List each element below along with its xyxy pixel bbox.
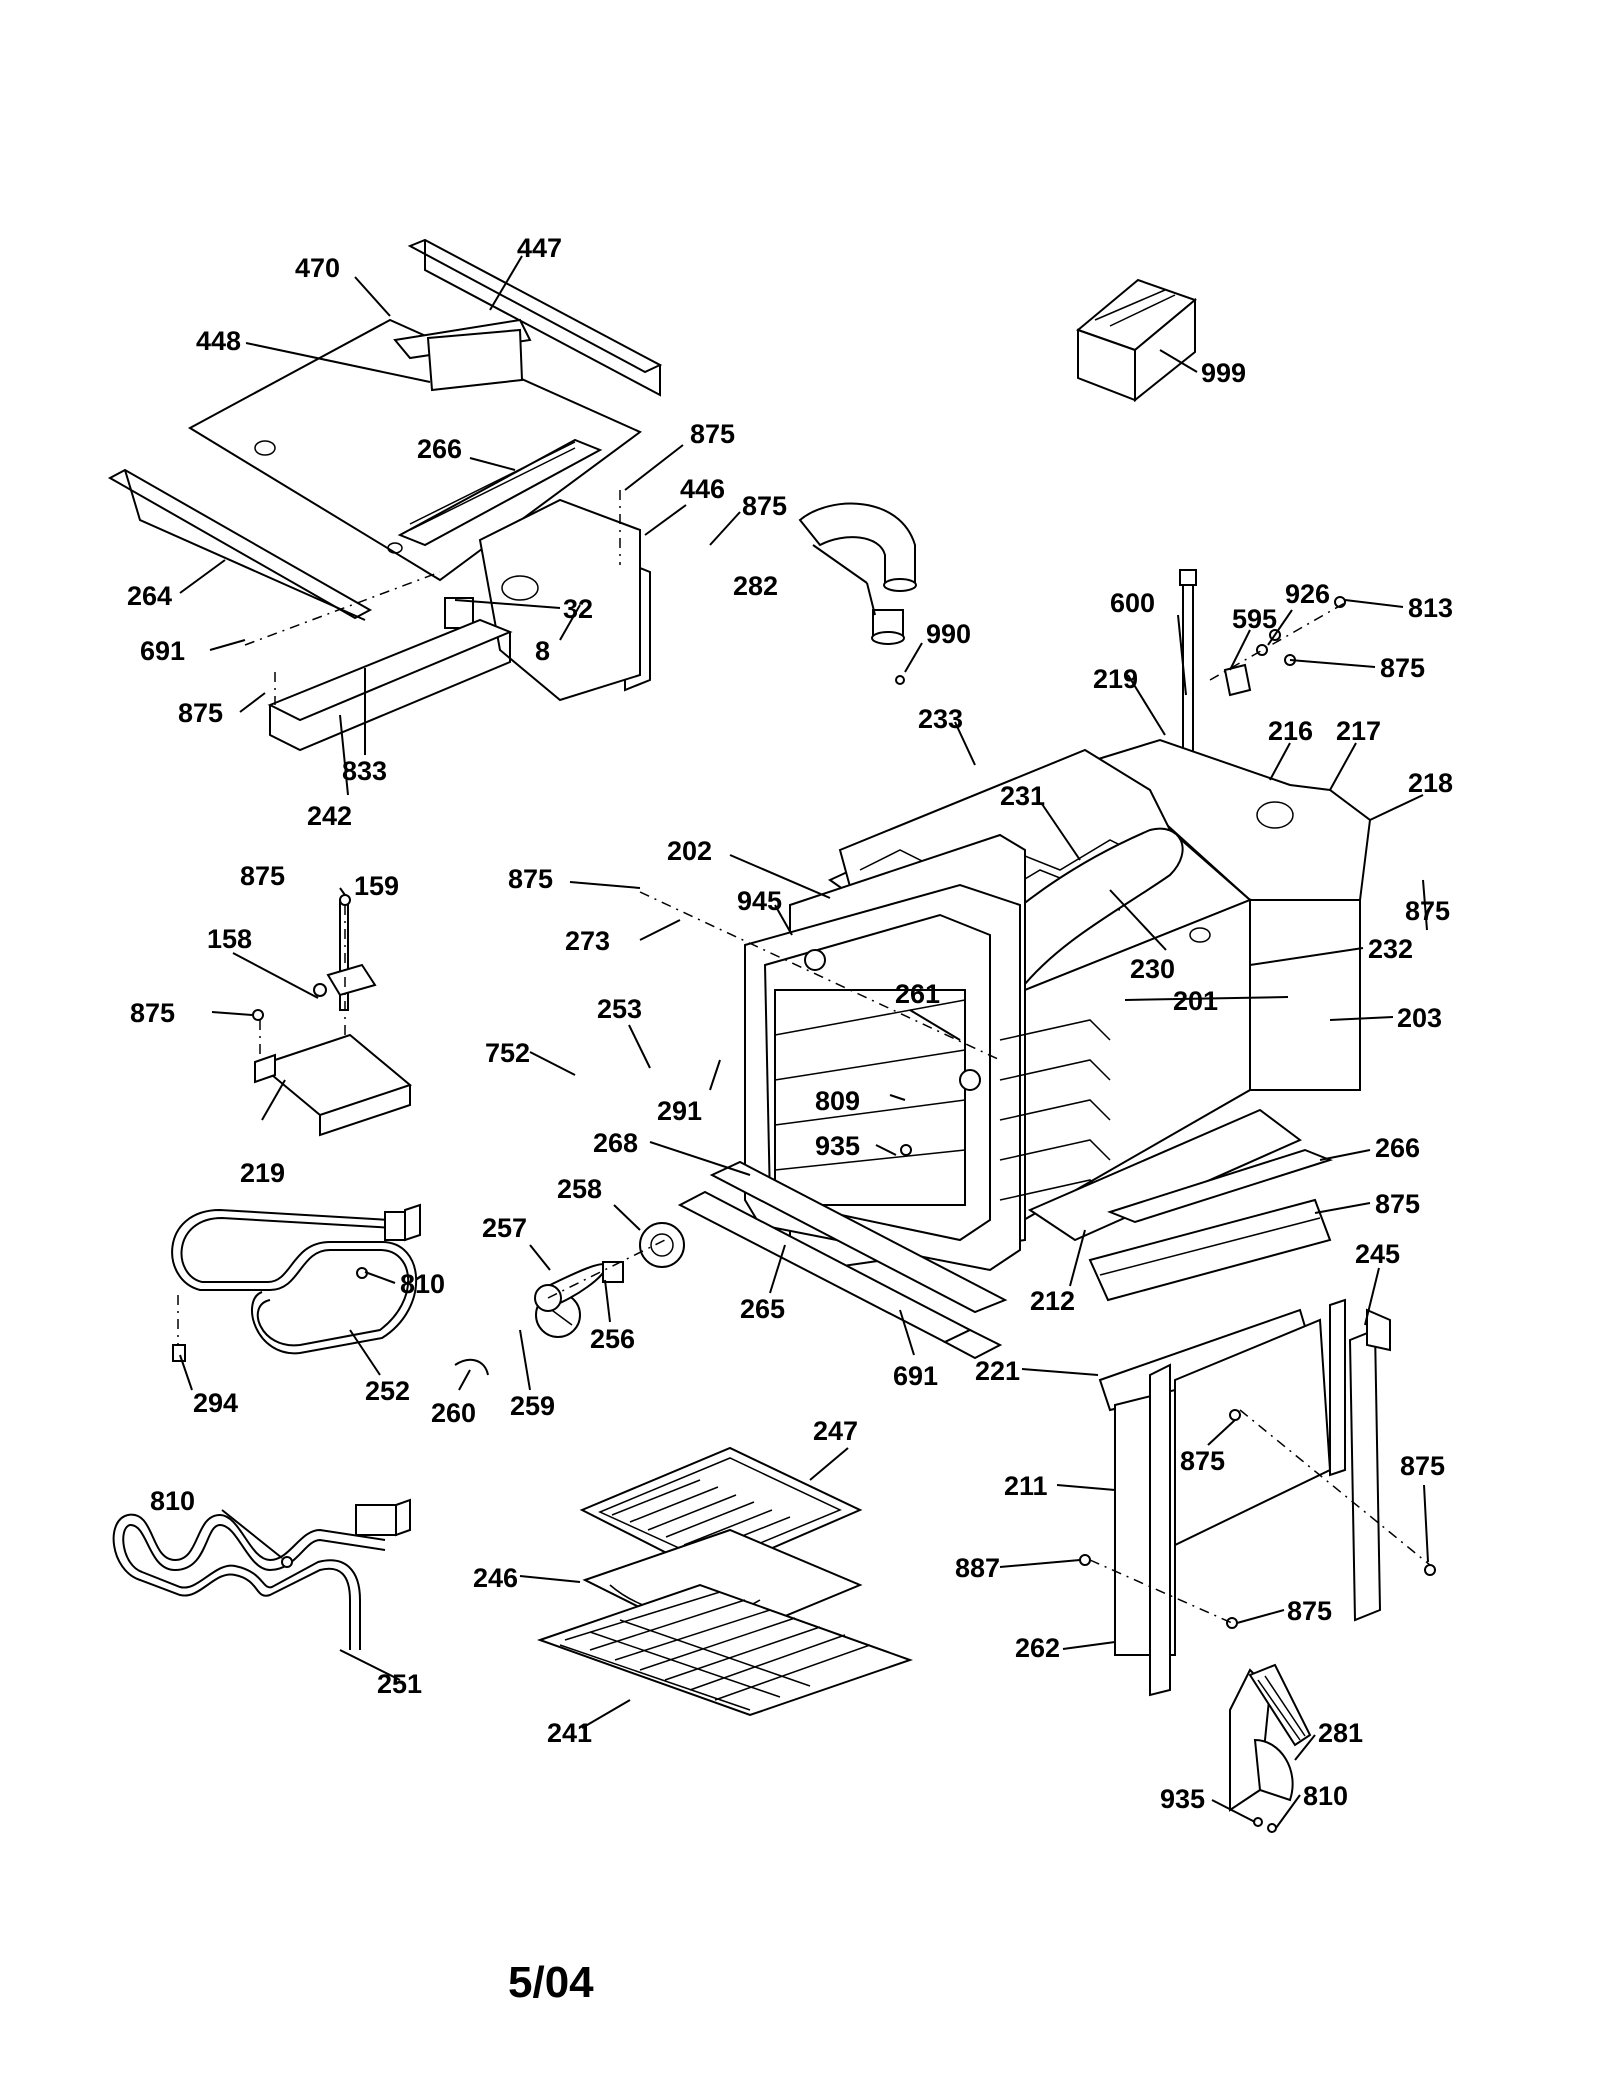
part-label: 232 — [1368, 934, 1413, 964]
top-panel-assembly — [107, 238, 663, 752]
part-label: 212 — [1030, 1286, 1075, 1316]
part-label: 259 — [510, 1391, 555, 1421]
part-label: 282 — [733, 571, 778, 601]
part-label: 833 — [342, 756, 387, 786]
part-label: 810 — [400, 1269, 445, 1299]
part-label: 810 — [150, 1486, 195, 1516]
part-label: 266 — [417, 434, 462, 464]
part-label: 999 — [1201, 358, 1246, 388]
part-label: 875 — [690, 419, 735, 449]
part-label: 990 — [926, 619, 971, 649]
part-label: 247 — [813, 1416, 858, 1446]
part-label: 470 — [295, 253, 340, 283]
part-label: 218 — [1408, 768, 1453, 798]
hinge-assembly — [1229, 1663, 1312, 1833]
side-panels — [1079, 1298, 1436, 1697]
part-label: 253 — [597, 994, 642, 1024]
part-label: 217 — [1336, 716, 1381, 746]
part-label: 266 — [1375, 1133, 1420, 1163]
part-label: 875 — [1287, 1596, 1332, 1626]
part-label: 230 — [1130, 954, 1175, 984]
part-label: 875 — [1380, 653, 1425, 683]
part-label: 875 — [1180, 1446, 1225, 1476]
part-label: 8 — [535, 636, 550, 666]
part-label: 252 — [365, 1376, 410, 1406]
part-label: 264 — [127, 581, 172, 611]
part-label: 875 — [178, 698, 223, 728]
part-label: 251 — [377, 1669, 422, 1699]
part-label: 231 — [1000, 781, 1045, 811]
sensor-and-brackets — [1179, 569, 1351, 761]
part-label: 691 — [893, 1361, 938, 1391]
broil-element — [112, 1498, 411, 1650]
part-label: 875 — [508, 864, 553, 894]
part-label: 809 — [815, 1086, 860, 1116]
part-labels: 470 447 448 266 875 446 875 264 691 32 8… — [127, 233, 1453, 1814]
oven-light-assembly — [454, 1222, 685, 1376]
bake-element — [171, 1203, 421, 1362]
part-label: 216 — [1268, 716, 1313, 746]
part-label: 261 — [895, 979, 940, 1009]
part-label: 875 — [1405, 896, 1450, 926]
part-label: 211 — [1004, 1471, 1048, 1501]
part-label: 875 — [130, 998, 175, 1028]
part-label: 265 — [740, 1294, 785, 1324]
part-label: 935 — [1160, 1784, 1205, 1814]
thermostat-bracket — [252, 894, 413, 1137]
part-label: 32 — [563, 594, 593, 624]
vent-duct — [798, 502, 917, 685]
part-label: 221 — [975, 1356, 1020, 1386]
part-label: 447 — [517, 233, 562, 263]
part-label: 291 — [657, 1096, 702, 1126]
part-label: 159 — [354, 871, 399, 901]
literature-box — [1076, 278, 1197, 403]
part-label: 201 — [1173, 986, 1218, 1016]
part-label: 446 — [680, 474, 725, 504]
part-label: 448 — [196, 326, 241, 356]
part-label: 260 — [431, 1398, 476, 1428]
oven-body — [639, 738, 1372, 1272]
part-label: 875 — [1400, 1451, 1445, 1481]
part-label: 926 — [1285, 579, 1330, 609]
part-label: 219 — [1093, 664, 1138, 694]
broiler-pan-and-rack — [536, 1446, 914, 1717]
part-label: 241 — [547, 1718, 592, 1748]
part-label: 752 — [485, 1038, 530, 1068]
part-label: 202 — [667, 836, 712, 866]
part-label: 691 — [140, 636, 185, 666]
part-label: 245 — [1355, 1239, 1400, 1269]
part-label: 875 — [742, 491, 787, 521]
part-label: 945 — [737, 886, 782, 916]
part-label: 242 — [307, 801, 352, 831]
part-label: 256 — [590, 1324, 635, 1354]
part-label: 875 — [1375, 1189, 1420, 1219]
part-label: 887 — [955, 1553, 1000, 1583]
part-label: 219 — [240, 1158, 285, 1188]
part-label: 273 — [565, 926, 610, 956]
part-label: 158 — [207, 924, 252, 954]
part-label: 268 — [593, 1128, 638, 1158]
part-label: 203 — [1397, 1003, 1442, 1033]
part-label: 281 — [1318, 1718, 1363, 1748]
part-label: 935 — [815, 1131, 860, 1161]
part-label: 600 — [1110, 588, 1155, 618]
part-label: 810 — [1303, 1781, 1348, 1811]
part-label: 813 — [1408, 593, 1453, 623]
part-label: 246 — [473, 1563, 518, 1593]
part-label: 294 — [193, 1388, 238, 1418]
part-label: 257 — [482, 1213, 527, 1243]
part-label: 233 — [918, 704, 963, 734]
leader-lines — [179, 255, 1429, 1829]
part-label: 258 — [557, 1174, 602, 1204]
front-trim — [677, 1148, 1333, 1360]
revision-date: 5/04 — [508, 1958, 594, 2007]
part-label: 595 — [1232, 604, 1277, 634]
part-label: 262 — [1015, 1633, 1060, 1663]
part-label: 875 — [240, 861, 285, 891]
